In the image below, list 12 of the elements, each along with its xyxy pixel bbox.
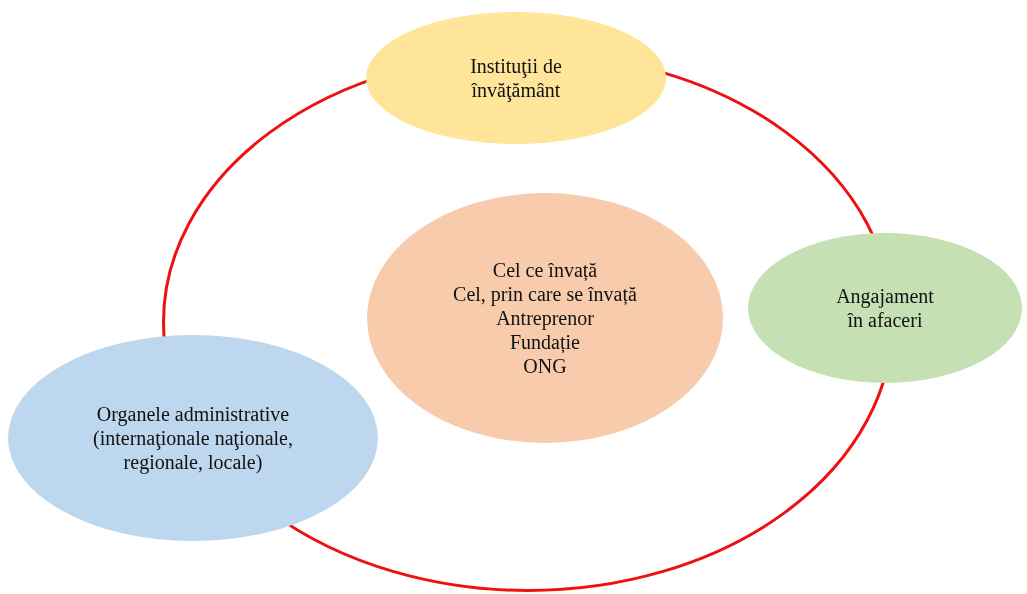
node-label: Organele administrative (internaţionale naţionale, regionale, locale) xyxy=(92,402,294,474)
ellipse-node xyxy=(748,233,1022,383)
node-label: Fundație xyxy=(510,330,580,354)
node-label: Instituţii de învăţământ xyxy=(469,54,563,102)
node-label: Cel, prin care se învață xyxy=(453,282,637,306)
ellipse-node xyxy=(366,12,666,144)
ellipse-node xyxy=(367,193,723,443)
node-label: Angajament în afaceri xyxy=(835,284,935,332)
node-label: Antreprenor xyxy=(496,306,594,330)
node-label: Cel ce învață xyxy=(492,258,598,282)
ellipse-node xyxy=(8,335,378,541)
node-label: ONG xyxy=(523,354,567,378)
